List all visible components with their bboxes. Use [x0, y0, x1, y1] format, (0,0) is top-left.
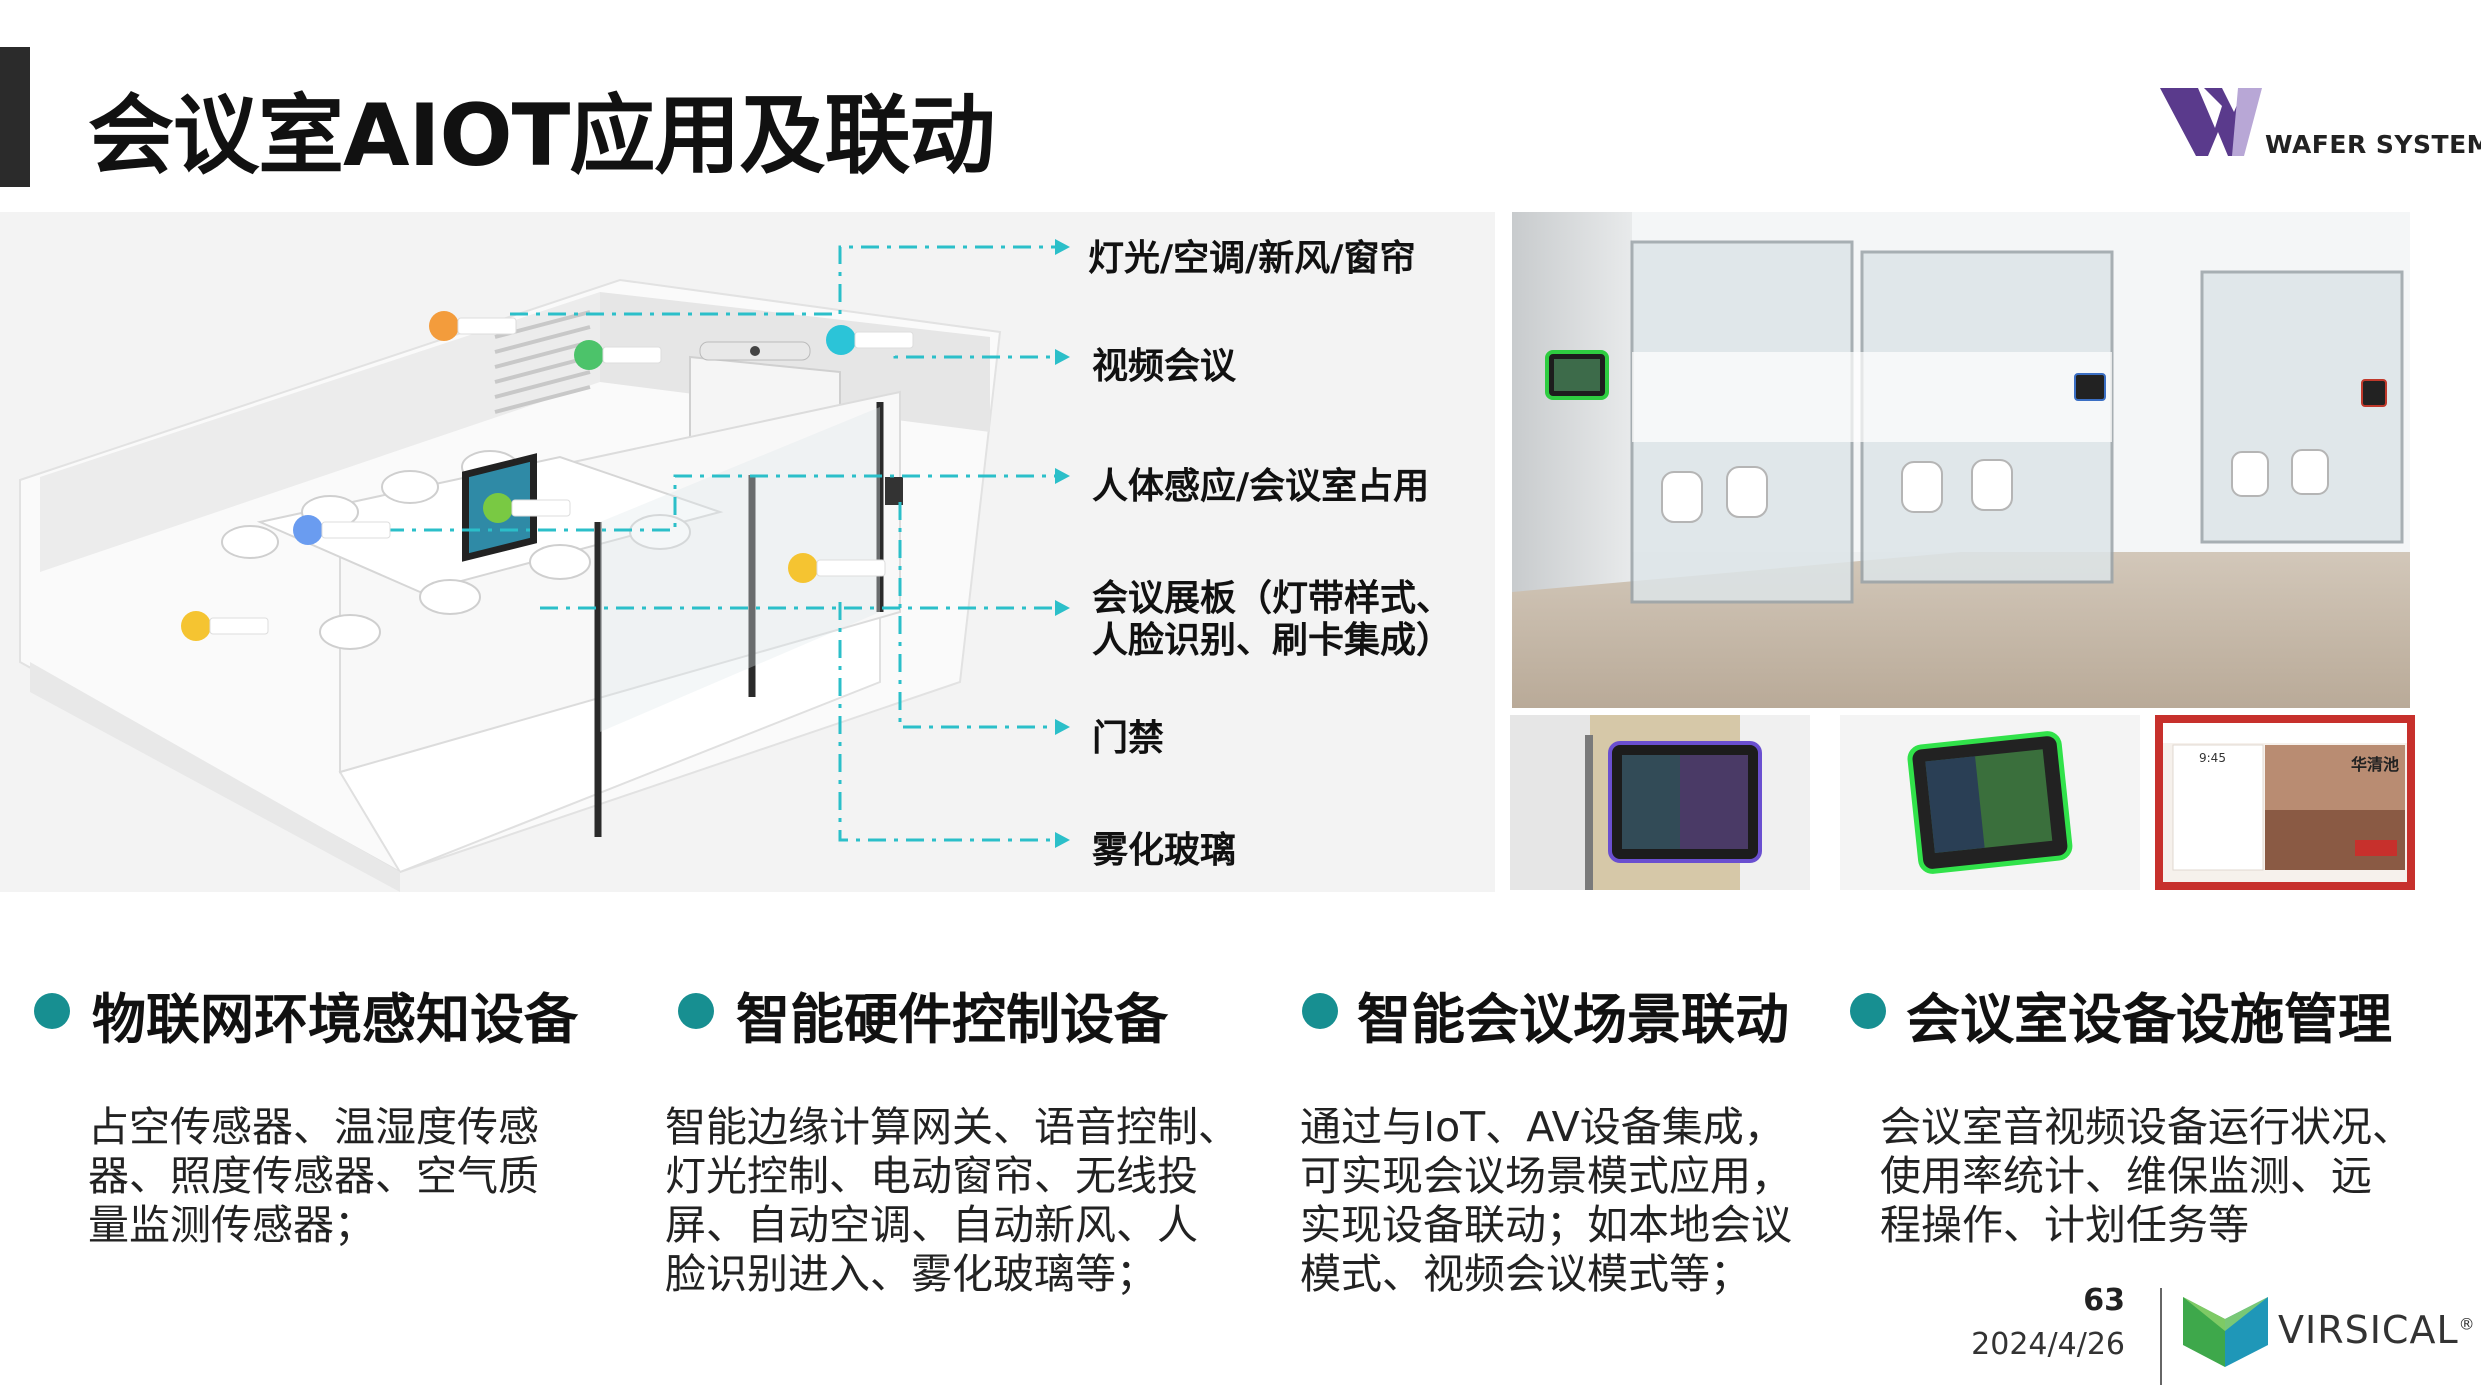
- section-1-title: 物联网环境感知设备: [92, 988, 578, 1051]
- section-1-line: 器、照度传感器、空气质: [88, 1152, 539, 1200]
- room-illustration: [19, 239, 1070, 892]
- section-1-dot: [34, 993, 70, 1029]
- curtain-sensor-badge: [573, 337, 663, 377]
- virsical-wordmark: VIRSICAL®: [2278, 1308, 2476, 1352]
- section-2-dot: [678, 993, 714, 1029]
- registered-mark: ®: [2458, 1314, 2476, 1334]
- section-4-line: 会议室音视频设备运行状况、: [1880, 1103, 2413, 1151]
- office-corridor-photo: [1512, 212, 2410, 708]
- section-2-line: 脸识别进入、雾化玻璃等；: [665, 1250, 1157, 1298]
- section-4-line: 使用率统计、维保监测、远: [1880, 1152, 2372, 1200]
- section-2-line: 智能边缘计算网关、语音控制、: [665, 1103, 1239, 1151]
- section-2-body: 智能边缘计算网关、语音控制、 灯光控制、电动窗帘、无线投 屏、自动空调、自动新风…: [665, 1103, 1239, 1299]
- title-accent-bar: [0, 47, 30, 187]
- section-2-line: 屏、自动空调、自动新风、人: [665, 1201, 1198, 1249]
- section-3-line: 模式、视频会议模式等；: [1300, 1250, 1751, 1298]
- section-4-title: 会议室设备设施管理: [1906, 988, 2392, 1051]
- callout-occupancy: 人体感应/会议室占用: [1092, 466, 1430, 507]
- section-3-line: 可实现会议场景模式应用，: [1300, 1152, 1792, 1200]
- section-2-title: 智能硬件控制设备: [736, 988, 1168, 1051]
- thumb-room-name: 华清池: [2351, 755, 2400, 774]
- thumb-panel-blue: [1510, 715, 1810, 890]
- virsical-logo-icon: [2183, 1297, 2268, 1367]
- section-3-dot: [1302, 993, 1338, 1029]
- aircon-sensor-badge: [825, 322, 915, 362]
- page-number: 63: [2083, 1283, 2125, 1318]
- callout-smart-glass: 雾化玻璃: [1092, 830, 1237, 871]
- section-1-line: 量监测传感器；: [88, 1201, 375, 1249]
- callout-access-control: 门禁: [1092, 718, 1165, 759]
- light-sensor-badge: [428, 308, 518, 348]
- thumb-panel-red: 华清池 9:45: [2155, 715, 2415, 890]
- section-4-body: 会议室音视频设备运行状况、 使用率统计、维保监测、远 程操作、计划任务等: [1880, 1103, 2413, 1250]
- thumb-time: 9:45: [2199, 751, 2226, 765]
- section-3-body: 通过与IoT、AV设备集成， 可实现会议场景模式应用， 实现设备联动；如本地会议…: [1300, 1103, 1792, 1299]
- wafer-systems-text: WAFER SYSTEMS: [2265, 130, 2481, 159]
- footer-divider: [2160, 1288, 2162, 1385]
- page-title: 会议室AIOT应用及联动: [88, 86, 995, 186]
- fresh-air-sensor-badge: [482, 490, 572, 530]
- body-sensor-badge: [292, 512, 392, 552]
- callout-video-conference: 视频会议: [1092, 346, 1237, 387]
- thumb-panel-green: [1840, 715, 2140, 890]
- meeting-room-diagram: 灯光/空调/新风/窗帘 视频会议 人体感应/会议室占用 会议展板（灯带样式、 人…: [0, 212, 1495, 892]
- section-2-line: 灯光控制、电动窗帘、无线投: [665, 1152, 1198, 1200]
- callout-display-panel-1: 会议展板（灯带样式、: [1092, 578, 1453, 619]
- speaker-sensor-badge: [180, 608, 270, 648]
- fog-glass-sensor-badge: [787, 550, 887, 590]
- section-1-line: 占空传感器、温湿度传感: [88, 1103, 539, 1151]
- callout-lighting-hvac: 灯光/空调/新风/窗帘: [1088, 238, 1416, 279]
- callout-display-panel-2: 人脸识别、刷卡集成）: [1092, 620, 1453, 661]
- section-1-body: 占空传感器、温湿度传感 器、照度传感器、空气质 量监测传感器；: [88, 1103, 539, 1250]
- section-4-line: 程操作、计划任务等: [1880, 1201, 2249, 1249]
- section-3-line: 通过与IoT、AV设备集成，: [1300, 1103, 1785, 1151]
- section-3-line: 实现设备联动；如本地会议: [1300, 1201, 1792, 1249]
- wafer-systems-logo: [2160, 88, 2262, 156]
- slide-date: 2024/4/26: [1971, 1327, 2125, 1362]
- virsical-brand-name: VIRSICAL: [2278, 1308, 2459, 1352]
- section-4-dot: [1850, 993, 1886, 1029]
- section-3-title: 智能会议场景联动: [1357, 988, 1789, 1051]
